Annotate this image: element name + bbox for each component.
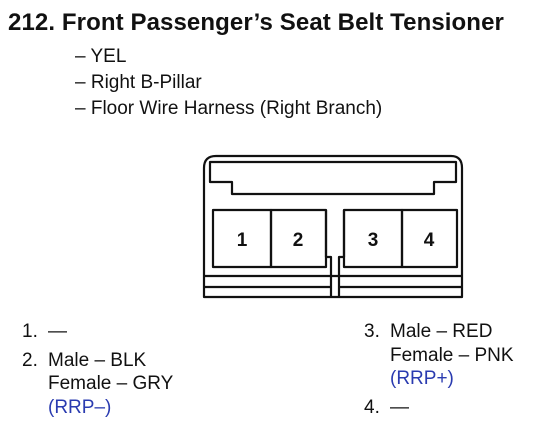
pin-entry-label: 3. <box>364 321 380 342</box>
pin-entry-male: Male – RED <box>390 321 493 342</box>
pin-entry-2: 2. Male – BLK Female – GRY (RRP–) <box>22 349 173 420</box>
connector-center-key <box>329 276 341 297</box>
pin-entry-label: 2. <box>22 349 38 371</box>
title-number: 212. <box>8 9 56 36</box>
pin-number-3: 3 <box>368 230 379 251</box>
pin-number-2: 2 <box>293 230 304 251</box>
pin-list-right: 3. Male – RED Female – PNK (RRP+) 4. — <box>364 320 514 419</box>
pin-entry-circuit: (RRP–) <box>48 396 112 418</box>
pin-entry-male: Male – BLK <box>48 349 147 371</box>
pin-entry-circuit: (RRP+) <box>390 368 454 389</box>
pin-entry-3: 3. Male – RED Female – PNK (RRP+) <box>364 320 514 391</box>
pin-list-left: 1. — 2. Male – BLK Female – GRY (RRP–) <box>22 320 173 419</box>
pin-entry-female: Female – PNK <box>390 344 514 366</box>
connector-bottom-rail <box>204 274 462 289</box>
pin-entry-text: — <box>390 396 409 418</box>
pin-number-1: 1 <box>237 230 248 251</box>
detail-location: – Right B-Pillar <box>75 72 202 93</box>
pin-entry-label: 4. <box>364 396 380 418</box>
connector-top-latch <box>208 160 458 196</box>
pin-entry-4: 4. — <box>364 396 514 420</box>
pin-entry-label: 1. <box>22 321 38 342</box>
title-text: Front Passenger’s Seat Belt Tensioner <box>61 9 504 36</box>
pin-entry-female: Female – GRY <box>48 373 174 394</box>
pin-entry-1: 1. — <box>22 320 173 344</box>
connector-center-divider <box>324 210 346 278</box>
detail-harness: – Floor Wire Harness (Right Branch) <box>75 98 383 119</box>
pin-number-4: 4 <box>424 230 435 251</box>
pin-entry-text: — <box>48 321 67 342</box>
connector-outer-shell <box>202 154 464 299</box>
detail-wire-color: – YEL <box>75 46 127 67</box>
pin-slot-4 <box>400 208 459 269</box>
page-title: 212. Front Passenger’s Seat Belt Tension… <box>8 9 504 37</box>
